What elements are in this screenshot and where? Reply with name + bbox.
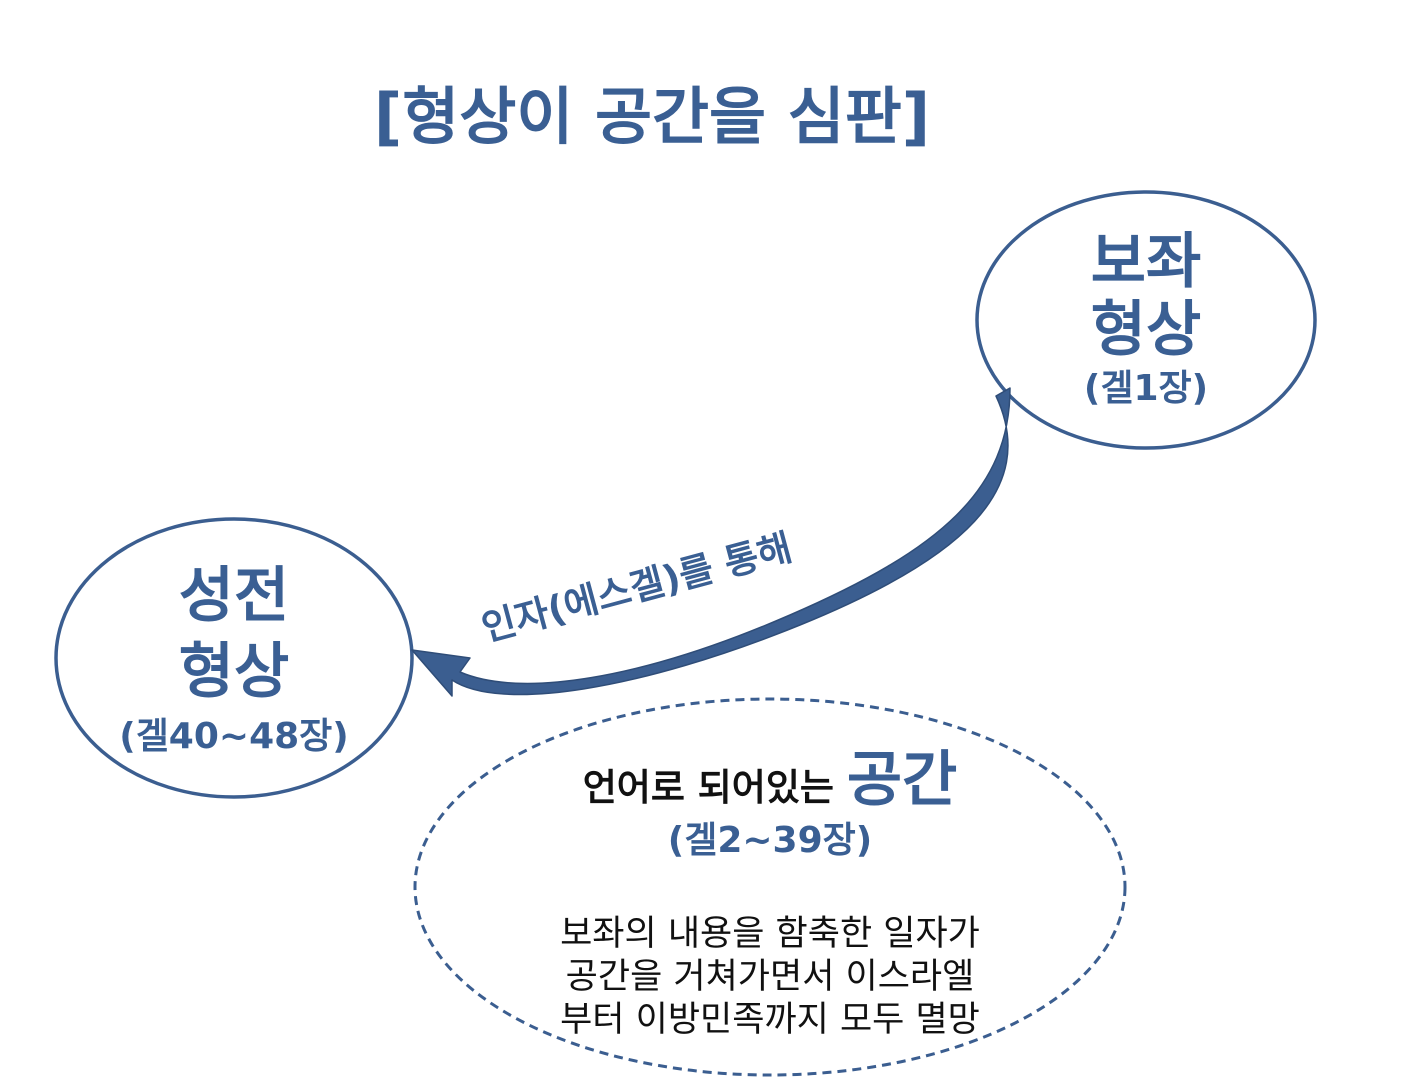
space-heading: 언어로 되어있는 공간 [583, 745, 957, 815]
throne-label-line2: 형상 [1091, 295, 1201, 365]
temple-label-line1: 성전 [179, 561, 289, 631]
temple-chapter-ref: (겔40~48장) [119, 716, 349, 757]
space-chapter-ref: (겔2~39장) [668, 820, 872, 861]
space-desc-line1: 보좌의 내용을 함축한 일자가 [560, 914, 980, 954]
temple-label-line2: 형상 [179, 637, 289, 707]
space-heading-highlight: 공간 [847, 745, 957, 815]
curved-arrow [411, 387, 1011, 697]
temple-image-ellipse [54, 517, 414, 799]
space-desc-line2: 공간을 거쳐가면서 이스라엘 [566, 957, 975, 997]
throne-label-line1: 보좌 [1091, 227, 1201, 297]
throne-image-ellipse [975, 190, 1317, 450]
space-desc-line3: 부터 이방민족까지 모두 멸망 [560, 1000, 980, 1040]
diagram-title: [형상이 공간을 심판] [374, 80, 930, 153]
space-heading-prefix: 언어로 되어있는 [583, 766, 847, 809]
throne-chapter-ref: (겔1장) [1084, 368, 1208, 409]
space-dashed-ellipse [413, 697, 1127, 1077]
